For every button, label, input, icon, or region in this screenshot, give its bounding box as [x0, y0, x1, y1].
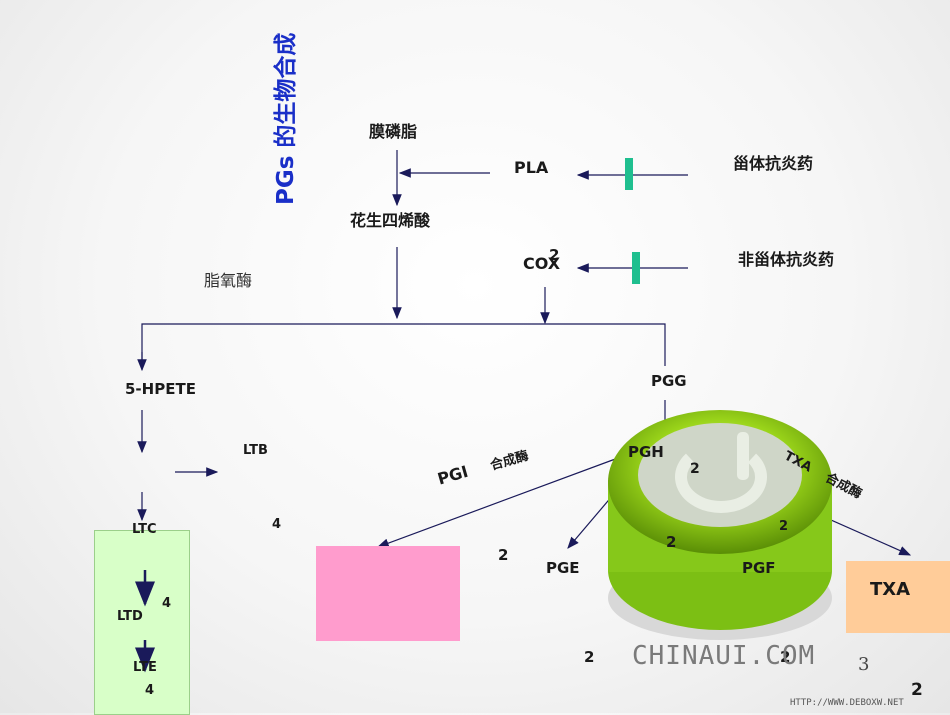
txa-box — [846, 561, 950, 633]
pgf-bottom-sub: 2 — [780, 648, 791, 666]
branch-bar — [141, 323, 666, 366]
pgg-label: PGG — [651, 372, 687, 390]
inhibitor-bar-nsaid — [632, 252, 640, 284]
ltb-label: LTB — [243, 443, 268, 458]
pge-label: PGE — [546, 559, 580, 577]
arachidonic-acid-label: 花生四烯酸 — [350, 211, 431, 230]
url-watermark: HTTP://WWW.DEBOXW.NET — [790, 698, 904, 708]
cox-sub: 2 — [549, 246, 560, 264]
chinaui-watermark: CHINAUI.COM — [632, 641, 816, 671]
pgf-sub: 2 — [779, 519, 789, 534]
pgi-sub: 2 — [498, 546, 509, 564]
pgh-label: PGH — [628, 443, 664, 461]
hpete-label: 5-HPETE — [125, 380, 196, 398]
txa-product-label: TXA — [870, 579, 911, 600]
arrow-pgh-to-pgi — [376, 457, 619, 548]
page-number: 3 — [858, 654, 870, 675]
txa-sub: 2 — [911, 680, 923, 700]
nsaid-drug-label: 非甾体抗炎药 — [738, 250, 835, 269]
inhibitor-bar-steroid — [625, 158, 633, 190]
membrane-label: 膜磷脂 — [369, 122, 418, 141]
ltb-sub: 4 — [272, 517, 282, 532]
ltc-label: LTC — [132, 522, 157, 537]
pgh-sub: 2 — [690, 461, 700, 477]
ltd-sub: 4 — [162, 596, 172, 611]
lipoxygenase-label: 脂氧酶 — [204, 271, 253, 290]
steroid-drug-label: 甾体抗炎药 — [733, 154, 814, 173]
pgf-label: PGF — [742, 559, 776, 577]
pge-sub: 2 — [666, 533, 677, 551]
lte-label: LTE — [133, 660, 157, 675]
lte-sub: 4 — [145, 683, 155, 698]
pge-bottom-sub: 2 — [584, 648, 595, 666]
cox-label: COX — [523, 254, 561, 273]
ltd-label: LTD — [117, 609, 143, 624]
lt-box — [94, 530, 190, 715]
pla-label: PLA — [514, 158, 549, 177]
pgi-box — [316, 546, 460, 641]
